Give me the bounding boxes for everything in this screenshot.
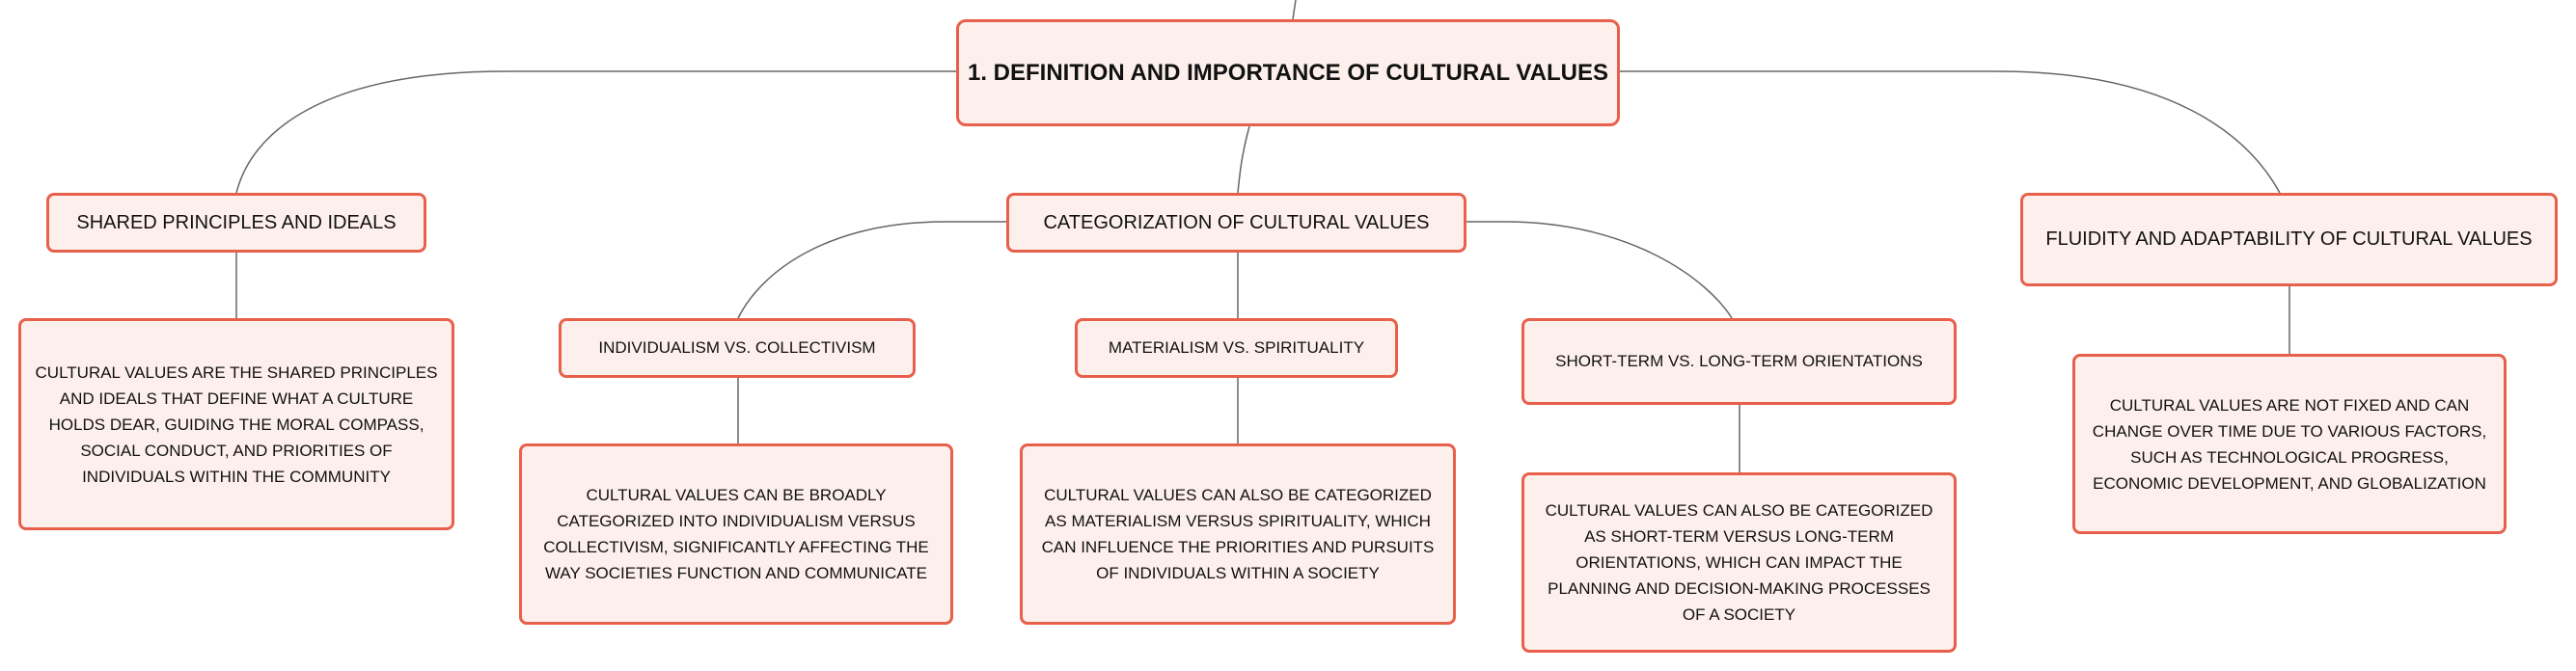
description-shared-principles[interactable]: CULTURAL VALUES ARE THE SHARED PRINCIPLE…	[18, 318, 454, 530]
subtopic-materialism-spirituality-label: MATERIALISM VS. SPIRITUALITY	[1108, 338, 1365, 357]
description-fluidity-adaptability-text: CULTURAL VALUES ARE NOT FIXED AND CAN CH…	[2092, 395, 2487, 493]
topic-fluidity-adaptability-label: FLUIDITY AND ADAPTABILITY OF CULTURAL VA…	[2045, 228, 2533, 250]
description-shared-principles-text: CULTURAL VALUES ARE THE SHARED PRINCIPLE…	[35, 362, 438, 486]
subtopic-individualism-collectivism-label: INDIVIDUALISM VS. COLLECTIVISM	[598, 338, 876, 357]
root-topic[interactable]: 1. DEFINITION AND IMPORTANCE OF CULTURAL…	[956, 19, 1620, 126]
description-materialism-spirituality[interactable]: CULTURAL VALUES CAN ALSO BE CATEGORIZED …	[1020, 443, 1456, 625]
description-individualism-collectivism[interactable]: CULTURAL VALUES CAN BE BROADLY CATEGORIZ…	[519, 443, 953, 625]
topic-categorization-label: CATEGORIZATION OF CULTURAL VALUES	[1043, 211, 1430, 233]
subtopic-short-long-term[interactable]: SHORT-TERM VS. LONG-TERM ORIENTATIONS	[1521, 318, 1957, 405]
description-materialism-spirituality-text: CULTURAL VALUES CAN ALSO BE CATEGORIZED …	[1041, 486, 1435, 582]
description-short-long-term-text: CULTURAL VALUES CAN ALSO BE CATEGORIZED …	[1545, 501, 1933, 624]
root-topic-label: 1. DEFINITION AND IMPORTANCE OF CULTURAL…	[968, 59, 1608, 86]
connector-cat-to-individualism	[737, 221, 1006, 319]
subtopic-materialism-spirituality[interactable]: MATERIALISM VS. SPIRITUALITY	[1075, 318, 1398, 378]
subtopic-individualism-collectivism[interactable]: INDIVIDUALISM VS. COLLECTIVISM	[559, 318, 916, 378]
connector-root-to-fluidity	[1620, 70, 2281, 194]
connector-parent-to-root	[1292, 0, 1297, 20]
connector-root-to-shared-principles	[235, 70, 956, 194]
connector-root-to-categorization	[1237, 125, 1250, 194]
topic-shared-principles[interactable]: SHARED PRINCIPLES AND IDEALS	[46, 193, 426, 253]
description-short-long-term[interactable]: CULTURAL VALUES CAN ALSO BE CATEGORIZED …	[1521, 472, 1957, 653]
description-individualism-collectivism-text: CULTURAL VALUES CAN BE BROADLY CATEGORIZ…	[543, 486, 929, 582]
topic-shared-principles-label: SHARED PRINCIPLES AND IDEALS	[76, 211, 397, 233]
connector-cat-to-shortterm	[1466, 221, 1733, 319]
topic-fluidity-adaptability[interactable]: FLUIDITY AND ADAPTABILITY OF CULTURAL VA…	[2020, 193, 2558, 286]
topic-categorization[interactable]: CATEGORIZATION OF CULTURAL VALUES	[1006, 193, 1466, 253]
subtopic-short-long-term-label: SHORT-TERM VS. LONG-TERM ORIENTATIONS	[1555, 352, 1923, 370]
description-fluidity-adaptability[interactable]: CULTURAL VALUES ARE NOT FIXED AND CAN CH…	[2072, 354, 2507, 534]
